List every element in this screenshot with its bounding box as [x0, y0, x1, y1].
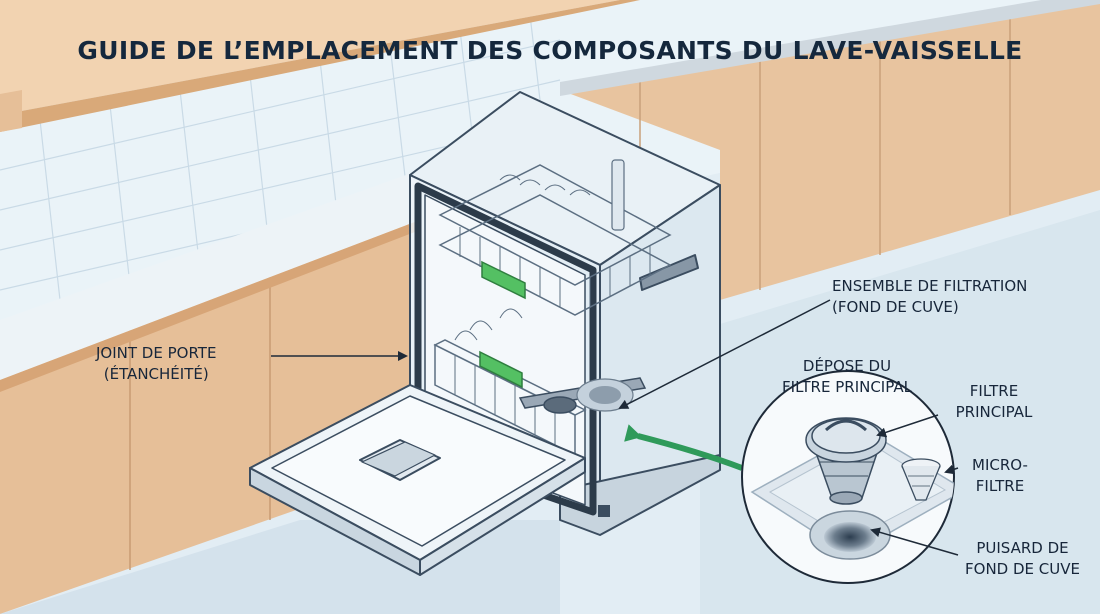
label-filter-assembly: ENSEMBLE DE FILTRATION (FOND DE CUVE) [832, 277, 1028, 316]
upper-rack-handle [481, 260, 526, 300]
filter-detail-callout [741, 370, 955, 584]
upper-rack [438, 159, 672, 316]
main-filter-part [805, 417, 887, 505]
open-door [249, 384, 586, 576]
leader-lines [271, 299, 959, 556]
page-title: GUIDE DE L’EMPLACEMENT DES COMPOSANTS DU… [77, 36, 1023, 65]
cabinets-right [560, 0, 1100, 300]
lower-rack-handle [479, 350, 523, 389]
micro-filter-part [901, 458, 941, 501]
label-filter-removal: DÉPOSE DU FILTRE PRINCIPAL [782, 357, 912, 396]
label-micro-filter: MICRO- FILTRE [972, 456, 1028, 495]
label-sump: PUISARD DE FOND DE CUVE [965, 539, 1080, 578]
label-main-filter: FILTRE PRINCIPAL [955, 382, 1033, 421]
label-door-seal: JOINT DE PORTE (ÉTANCHÉITÉ) [96, 344, 217, 383]
arrow-icon [624, 424, 744, 471]
